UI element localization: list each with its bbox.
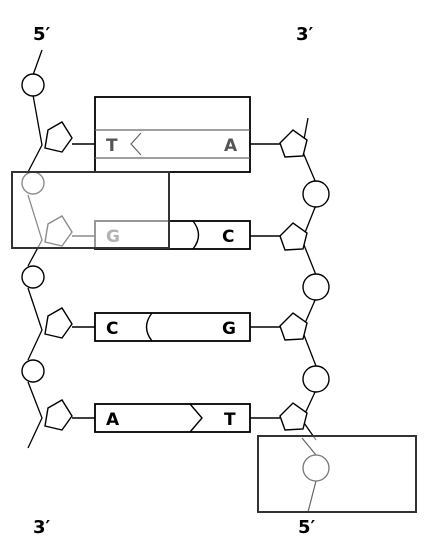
left-phosphate-circle (21, 73, 45, 97)
end-backbone-line (301, 437, 317, 456)
right-sugar-pentagon (279, 312, 308, 341)
label-bottom-left-3prime: 3′ (33, 517, 51, 538)
left-sugar-pentagon (44, 121, 73, 153)
right-sugar-pentagon (279, 222, 308, 251)
g-c-rounded-joint (192, 220, 200, 250)
label-top-right-3prime: 3′ (296, 24, 314, 45)
end-backbone-line (307, 480, 317, 513)
base-pair-1-frame (94, 96, 251, 173)
highlight-frame (11, 171, 170, 249)
highlight-frame (257, 435, 417, 513)
base-C-right: C (222, 227, 234, 247)
base-G-right: G (222, 319, 236, 339)
c-g-rounded-joint (145, 312, 153, 342)
right-phosphate-circle (302, 365, 330, 393)
base-pair-row-1: T A (72, 96, 280, 173)
end-phosphate-circle (302, 454, 330, 482)
left-sugar-pentagon (44, 399, 73, 431)
base-pair-row-3: C G (72, 312, 280, 342)
base-pair-3-frame (94, 312, 251, 342)
base-T-right: T (224, 410, 236, 430)
right-phosphate-circle (302, 273, 330, 301)
base-A-left: A (106, 410, 120, 430)
right-phosphate-circle (302, 180, 330, 208)
base-A-right: A (224, 136, 238, 156)
t-a-pointed-joint (130, 132, 142, 156)
left-phosphate-circle (21, 265, 45, 289)
a-t-pointed-joint (189, 403, 203, 433)
label-bottom-right-5prime: 5′ (298, 517, 316, 538)
highlight-box-5prime-end (257, 435, 417, 513)
highlight-box-left-nucleotide (11, 171, 170, 249)
base-pair-4-frame (94, 403, 251, 433)
right-sugar-pentagon (279, 129, 308, 158)
base-pair-row-4: A T (72, 403, 280, 433)
left-phosphate-circle (21, 359, 45, 383)
right-sugar-pentagon (279, 402, 308, 431)
label-top-left-5prime: 5′ (33, 24, 51, 45)
base-C-left: C (106, 319, 118, 339)
right-backbone (279, 117, 330, 441)
base-T-left: T (106, 136, 118, 156)
left-sugar-pentagon (44, 307, 73, 339)
